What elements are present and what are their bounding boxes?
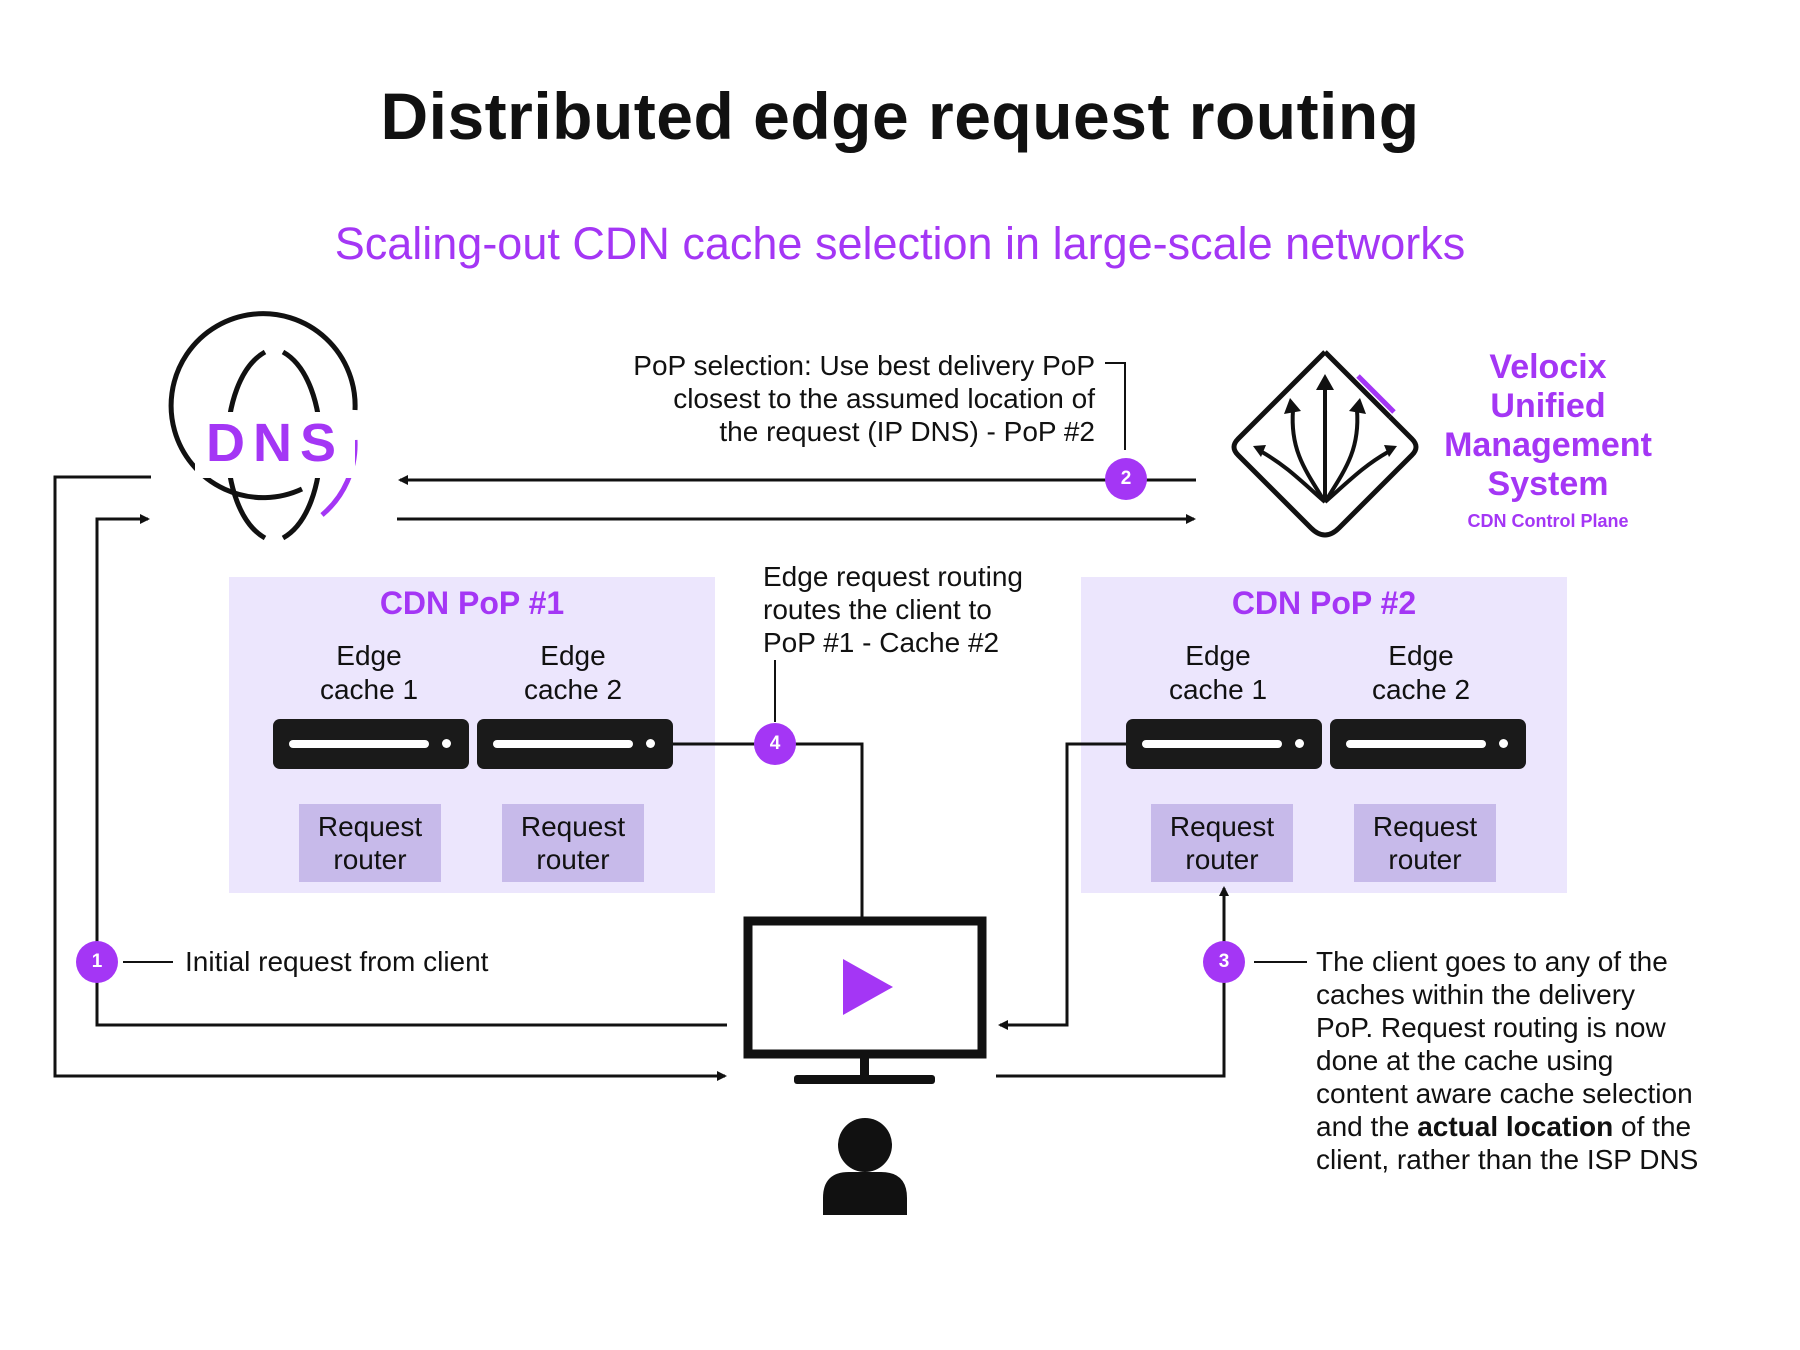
pop-1-cache-2-label: Edge cache 2: [463, 639, 683, 707]
pop-1-router-2-line-2: router: [536, 844, 610, 875]
control-plane-name: Velocix Unified Management System: [1418, 348, 1678, 504]
control-plane-name-line-1: Velocix: [1489, 348, 1607, 386]
pop-1-cache-2-label-line-1: Edge: [540, 640, 606, 671]
diagram-subtitle: Scaling-out CDN cache selection in large…: [334, 218, 1466, 269]
pop-1-router-1-line-2: router: [333, 844, 407, 875]
step-3-note-emphasis: actual location: [1417, 1111, 1614, 1142]
pop-1-router-1-line-1: Request: [317, 811, 423, 842]
pop-2-cache-1-server-icon: [1126, 719, 1322, 769]
user-icon: [823, 1118, 907, 1215]
pop-1-cache-1-label: Edge cache 1: [259, 639, 479, 707]
step-3-note-line-5: content aware cache selection: [1316, 1078, 1693, 1109]
pop-1-cache-2-server-icon: [477, 719, 673, 769]
step-3-note-line-2: caches within the delivery: [1316, 979, 1636, 1010]
pop-2-cache-1-label: Edge cache 1: [1108, 639, 1328, 707]
control-plane-name-line-2: Unified: [1490, 387, 1606, 425]
control-plane-name-line-4: System: [1487, 465, 1609, 503]
step-3-note-line-4: done at the cache using: [1316, 1045, 1614, 1076]
control-plane-subtitle: CDN Control Plane: [1467, 511, 1629, 531]
step-4-badge: 4: [754, 723, 796, 765]
pop-1-cache-1-server-icon: [273, 719, 469, 769]
pop-2-cache-2-label-line-2: cache 2: [1371, 674, 1471, 705]
pop-1-cache-1-label-line-2: cache 1: [319, 674, 419, 705]
globe-icon: [168, 311, 358, 541]
monitor-play-icon: [743, 916, 987, 1084]
step-3-note-line-1: The client goes to any of the: [1316, 946, 1668, 977]
step-4-note-line-1: Edge request routing: [763, 561, 1023, 592]
pop-2-cache-2-server-icon: [1330, 719, 1526, 769]
pop-2-cache-2-label-line-1: Edge: [1388, 640, 1454, 671]
pop-2-router-2-line-1: Request: [1372, 811, 1478, 842]
pop-2-router-1-line-1: Request: [1169, 811, 1275, 842]
pop-2-cache-1-label-line-2: cache 1: [1168, 674, 1268, 705]
step-4-note-line-2: routes the client to: [763, 594, 992, 625]
step-3-note-line-6-post: of the: [1613, 1111, 1692, 1142]
pop-1-title: CDN PoP #1: [379, 585, 565, 621]
pop-2-cache-1-label-line-1: Edge: [1185, 640, 1251, 671]
pop-2-router-1-line-2: router: [1185, 844, 1259, 875]
diagram-title: Distributed edge request routing: [380, 79, 1420, 153]
pop-1-router-2-line-1: Request: [520, 811, 626, 842]
step-3-badge: 3: [1203, 941, 1245, 983]
pop-2-router-2-line-2: router: [1388, 844, 1462, 875]
step-2-note-line-1: PoP selection: Use best delivery PoP: [633, 350, 1095, 381]
step-1-badge: 1: [76, 941, 118, 983]
pop-2-title: CDN PoP #2: [1231, 585, 1417, 621]
step-2-badge: 2: [1105, 458, 1147, 500]
pop-2-cache-2-label: Edge cache 2: [1311, 639, 1531, 707]
step-3-note: The client goes to any of the caches wit…: [1316, 945, 1776, 1176]
step-3-note-line-3: PoP. Request routing is now: [1316, 1012, 1666, 1043]
step-3-note-line-7: client, rather than the ISP DNS: [1316, 1144, 1699, 1175]
step-2-note-line-3: the request (IP DNS) - PoP #2: [719, 416, 1095, 447]
step-3-note-line-6-pre: and the: [1316, 1111, 1418, 1142]
step-4-note: Edge request routing routes the client t…: [763, 560, 1083, 659]
control-plane-name-line-3: Management: [1444, 426, 1652, 464]
pop-1-cache-2-label-line-2: cache 2: [523, 674, 623, 705]
step-2-note-line-2: closest to the assumed location of: [673, 383, 1095, 414]
step-1-note: Initial request from client: [185, 946, 489, 977]
step-4-note-line-3: PoP #1 - Cache #2: [763, 627, 1000, 658]
dns-label: DNS: [205, 413, 344, 473]
pop-1-cache-1-label-line-1: Edge: [336, 640, 402, 671]
diamond-branching-arrows-icon: [1231, 350, 1419, 538]
step-2-note: PoP selection: Use best delivery PoP clo…: [545, 349, 1095, 448]
step-3-note-line-6: and the actual location of the: [1316, 1110, 1776, 1143]
